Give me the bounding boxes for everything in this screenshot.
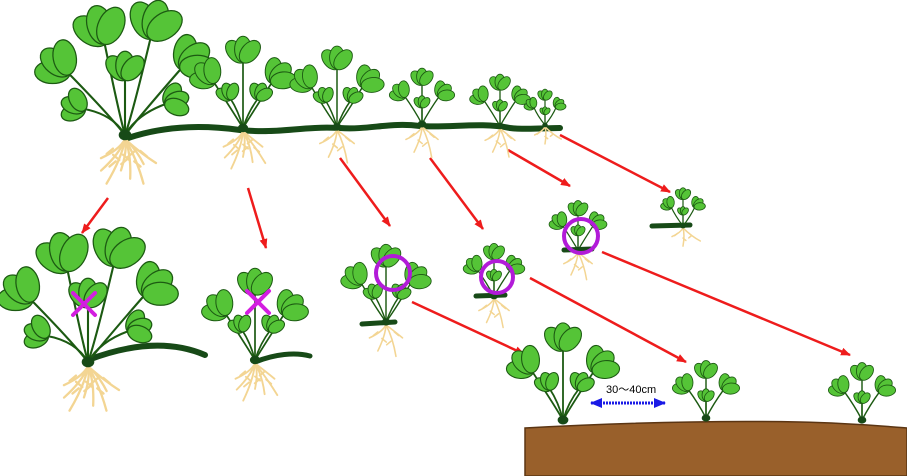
circle-mark-icon xyxy=(562,217,600,255)
roots xyxy=(484,127,516,158)
leaves xyxy=(462,242,526,282)
crown xyxy=(417,120,427,128)
roots xyxy=(222,130,267,170)
leaves xyxy=(0,226,179,349)
crown xyxy=(81,356,95,368)
strawberry-plant xyxy=(289,45,385,164)
leaves xyxy=(289,45,385,104)
crown xyxy=(381,318,391,326)
arrows xyxy=(80,133,851,364)
strawberry-plant xyxy=(340,243,432,358)
roots xyxy=(563,251,593,281)
crown xyxy=(701,414,711,422)
strawberry-plant xyxy=(201,267,309,402)
runner-stolon xyxy=(252,351,313,365)
circle-mark-icon xyxy=(479,259,515,295)
strawberry-plant xyxy=(505,322,621,425)
arrow xyxy=(80,197,110,234)
crown xyxy=(557,415,569,425)
arrow xyxy=(507,148,571,188)
plants xyxy=(0,0,897,425)
crown xyxy=(332,123,342,131)
roots xyxy=(234,362,279,402)
roots xyxy=(405,126,439,159)
strawberry-plant xyxy=(34,0,216,185)
strawberry-plant xyxy=(0,226,179,412)
strawberry-plant xyxy=(660,187,706,247)
leaves xyxy=(469,73,531,112)
roots xyxy=(318,129,356,164)
leaves xyxy=(189,35,297,102)
strawberry-plant xyxy=(827,362,897,424)
arrow xyxy=(559,133,671,194)
leaves xyxy=(827,362,897,404)
arrow xyxy=(428,157,485,230)
leaves xyxy=(671,360,741,402)
crown xyxy=(118,129,132,141)
selection-marks xyxy=(71,217,600,317)
crown xyxy=(496,122,504,130)
roots xyxy=(62,365,121,412)
spacing-indicator: 30～40cm xyxy=(590,384,666,408)
stems xyxy=(66,35,184,136)
arrow xyxy=(601,250,851,357)
crown xyxy=(249,355,261,365)
leaves xyxy=(523,88,567,116)
runner-stolon-top xyxy=(125,121,563,141)
strawberry-plant xyxy=(388,67,456,159)
arrow xyxy=(529,276,687,364)
roots xyxy=(368,324,404,358)
arrow xyxy=(338,157,392,227)
roots xyxy=(478,297,510,329)
spacing-label: 30～40cm xyxy=(606,384,656,396)
cross-mark-icon xyxy=(71,291,97,317)
soil-bed xyxy=(524,420,907,476)
leaves xyxy=(548,200,608,237)
leaves xyxy=(201,267,309,334)
leaves xyxy=(388,67,456,109)
strawberry-plant xyxy=(189,35,297,170)
crown xyxy=(237,123,249,133)
cross-mark-icon xyxy=(245,289,271,315)
leaves xyxy=(660,187,706,216)
strawberry-plant xyxy=(671,360,741,422)
strawberry-plant xyxy=(462,242,526,329)
leaves xyxy=(505,322,621,393)
roots xyxy=(533,126,562,145)
roots xyxy=(99,138,158,185)
crown xyxy=(680,223,686,229)
strawberry-plant xyxy=(523,88,567,145)
arrow xyxy=(411,300,525,356)
strawberry-plant xyxy=(469,73,531,158)
arrow xyxy=(246,187,268,249)
crown xyxy=(857,416,867,424)
circle-mark-icon xyxy=(374,254,412,292)
roots xyxy=(671,227,702,247)
runner-stolon xyxy=(85,342,208,363)
crown xyxy=(542,122,548,128)
